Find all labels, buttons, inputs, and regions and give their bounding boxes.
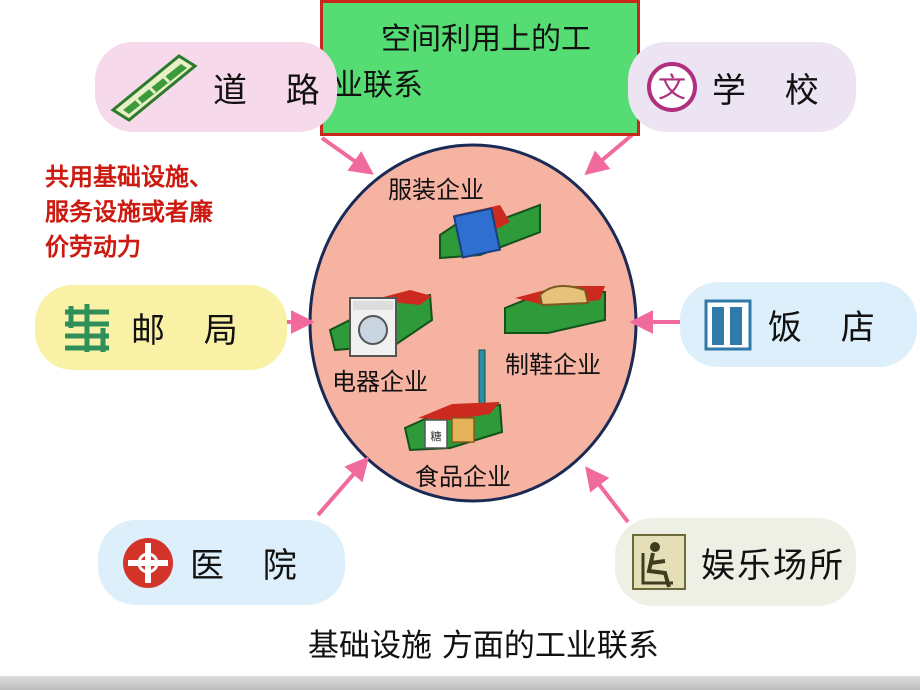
note-line-2: 服务设施或者廉 [45,198,213,226]
shoe-factory-icon [504,285,606,334]
arrow-school [584,133,634,176]
figure-caption: 基础设施 方面的工业联系 [308,628,659,664]
facility-restaurant: 饭 店 [680,282,917,367]
enterprise-electrical: 电器企业 [332,368,428,396]
note-line-1: 共用基础设施、 [45,163,213,191]
restaurant-label: 饭 店 [768,308,889,348]
arrow-road [320,136,374,175]
facility-hospital: 医 院 [98,520,345,605]
note-line-3: 价劳动力 [45,233,141,261]
facility-road: 道 路 [95,42,337,132]
food-package-label: 糖 [431,429,442,443]
facility-post-office: 邮 局 [35,285,287,370]
food-factory-icon: 糖 [403,349,504,452]
enterprise-food: 食品企业 [415,463,511,491]
bottom-divider [0,676,920,690]
title-line-2: 业联系 [333,68,423,103]
hospital-icon [123,537,173,588]
road-icon [110,54,198,122]
school-icon: 文 [647,62,697,112]
shared-infrastructure-note: 共用基础设施、 服务设施或者廉 价劳动力 [45,160,285,265]
arrow-hospital [316,456,370,517]
school-icon-text: 文 [658,71,686,104]
entertainment-icon [632,534,686,590]
enterprise-shoe: 制鞋企业 [505,351,601,379]
clothing-factory-icon [439,203,541,260]
school-label: 学 校 [712,70,833,111]
arrow-entertainment [585,466,630,524]
title-line-1: 空间利用上的工 [381,22,591,57]
facility-entertainment: 娱乐场所 [615,518,856,606]
post-office-icon [65,303,109,352]
facility-school: 文 学 校 [628,42,856,132]
entertainment-label: 娱乐场所 [701,545,845,586]
restaurant-icon [704,299,752,350]
enterprise-clothing: 服装企业 [388,176,484,204]
post-office-label: 邮 局 [131,311,252,351]
hospital-label: 医 院 [190,546,311,586]
road-label: 道 路 [213,70,334,111]
electrical-factory-icon [328,290,434,357]
